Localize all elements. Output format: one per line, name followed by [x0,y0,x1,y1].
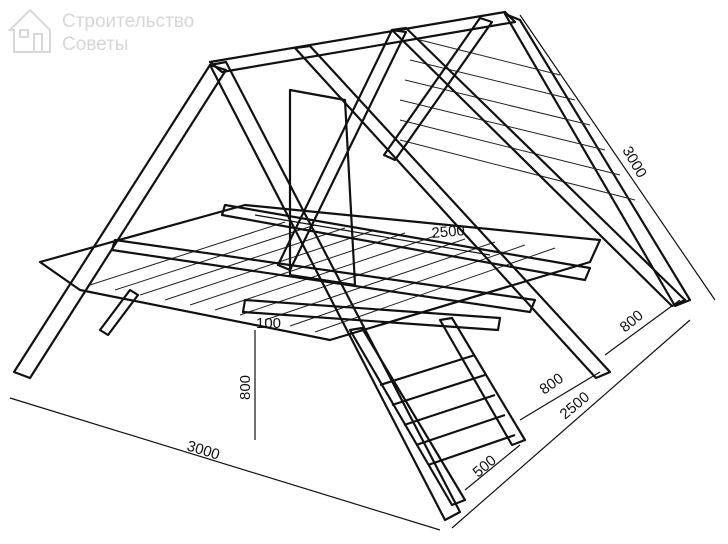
floor-platform [38,88,602,342]
dim-base-length: 3000 [185,438,222,464]
dim-base-width: 2500 [557,389,593,423]
house-icon [7,8,51,53]
ladder[interactable] [348,316,527,507]
dim-overall-height: 3000 [619,144,650,181]
dim-rear-offset: 800 [617,307,647,336]
dim-floor-height: 800 [237,375,254,400]
rear-gable [399,12,692,308]
dimension-lines [9,14,716,531]
rafters [276,16,687,380]
dim-floor-overhang: 100 [256,315,281,332]
front-a-frame [12,60,462,522]
watermark: Строительство Советы [7,8,194,55]
ridge-beam [208,10,517,74]
dim-ladder-width: 500 [470,452,500,481]
watermark-line2: Советы [62,34,128,55]
watermark-line1: Строительство [62,11,194,32]
dim-floor-depth: 2500 [431,222,466,242]
